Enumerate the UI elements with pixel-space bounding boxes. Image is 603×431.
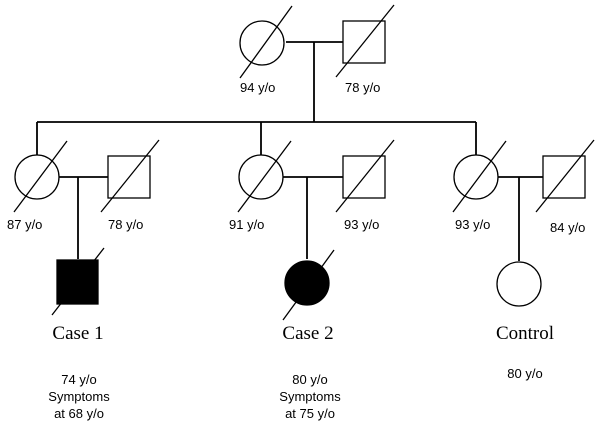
grandfather-deceased-slash — [335, 4, 395, 78]
control-symbol — [496, 261, 542, 307]
grandmother-age: 94 y/o — [240, 80, 275, 95]
family-3-mother-deceased-slash — [452, 140, 507, 213]
case-1-age: 74 y/o — [61, 372, 96, 387]
case-2-deceased-slash — [282, 249, 335, 321]
case-2-symptoms: Symptoms — [279, 389, 341, 404]
case-1-onset: at 68 y/o — [54, 406, 104, 421]
family-1-mother-deceased-slash — [13, 140, 68, 213]
grandfather-age: 78 y/o — [345, 80, 380, 95]
control-age: 80 y/o — [507, 366, 542, 381]
family-1: 87 y/o 78 y/o Case 1 74 y/o Symptoms at … — [7, 139, 160, 421]
family-3-father-age: 84 y/o — [550, 220, 585, 235]
family-2-father-age: 93 y/o — [344, 217, 379, 232]
family-1-mother-age: 87 y/o — [7, 217, 42, 232]
case-1-label: Case 1 — [52, 323, 103, 344]
case-1-deceased-slash — [51, 247, 105, 316]
sibship — [36, 121, 477, 155]
family-3-mother-age: 93 y/o — [455, 217, 490, 232]
family-3-father-symbol — [542, 155, 586, 199]
family-2: 91 y/o 93 y/o Case 2 80 y/o Symptoms at … — [229, 139, 395, 421]
grandmother-symbol — [239, 20, 285, 66]
family-1-father-age: 78 y/o — [108, 217, 143, 232]
control-label: Control — [496, 323, 554, 344]
case-2-symbol — [284, 260, 330, 306]
family-2-mother-age: 91 y/o — [229, 217, 264, 232]
grandparents: 94 y/o 78 y/o — [239, 4, 395, 122]
family-2-mother-deceased-slash — [237, 140, 292, 213]
grandmother-deceased-slash — [239, 5, 293, 79]
family-3: 93 y/o 84 y/o Control 80 y/o — [452, 139, 595, 381]
case-2-onset: at 75 y/o — [285, 406, 335, 421]
family-1-father-deceased-slash — [100, 139, 160, 213]
case-2-age: 80 y/o — [292, 372, 327, 387]
family-3-father-deceased-slash — [535, 139, 595, 213]
case-2-label: Case 2 — [282, 323, 333, 344]
family-2-father-deceased-slash — [335, 139, 395, 213]
case-1-symptoms: Symptoms — [48, 389, 110, 404]
